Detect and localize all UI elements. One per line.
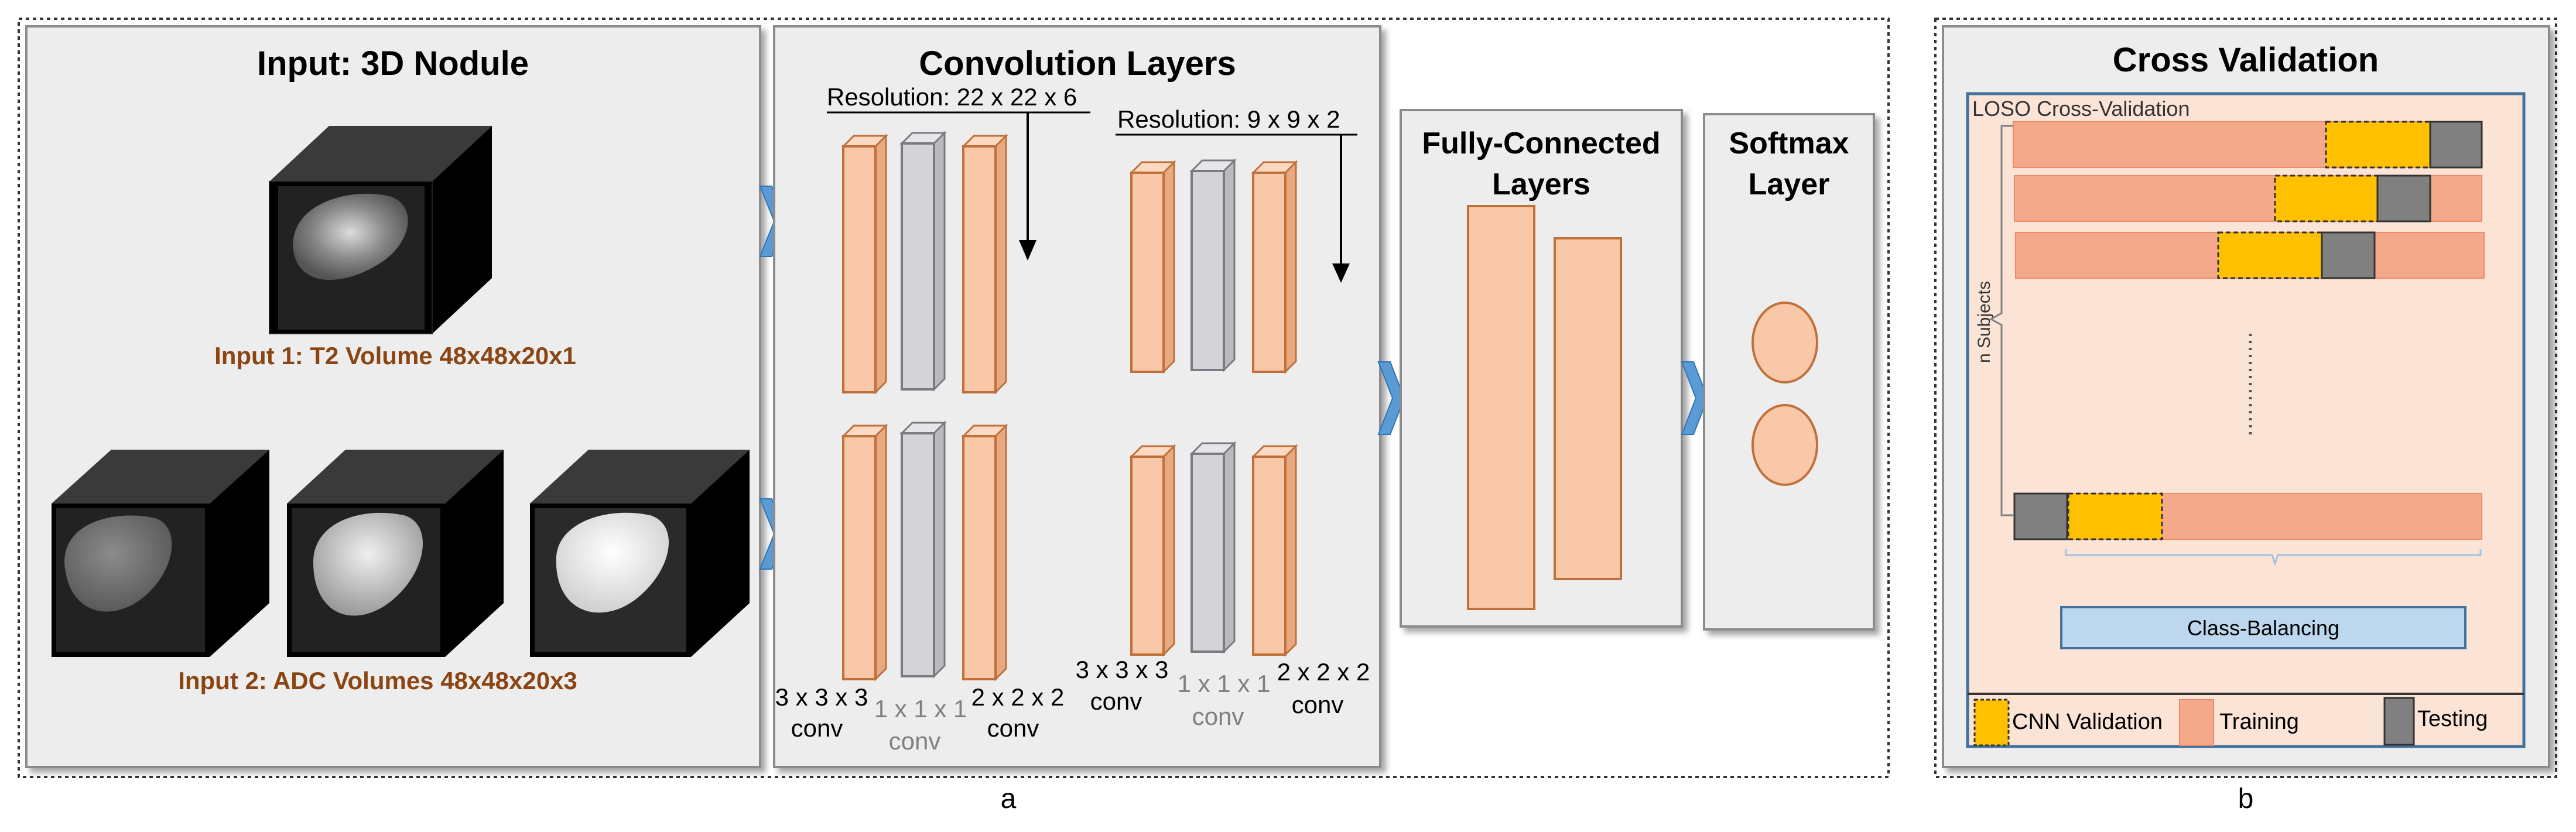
conv-layer-block-8 [899, 420, 947, 679]
resolution-label-1: Resolution: 22 x 22 x 6 [827, 83, 1077, 111]
class-balancing-box [2060, 606, 2466, 649]
conv-label-size-6: 2 x 2 x 2 [1277, 658, 1370, 686]
arrow-conv-to-fc [1377, 361, 1405, 435]
legend-validation-swatch [1973, 699, 2010, 747]
conv-label-kind-3: conv [987, 714, 1039, 742]
cv-validation-block [2274, 174, 2379, 222]
fc-layer-2 [1554, 237, 1622, 580]
cv-fold-row-1 [2013, 121, 2483, 169]
cv-fold-row-4 [2013, 492, 2482, 540]
subjects-axis-label: n Subjects [1975, 281, 1994, 363]
softmax-panel: Softmax Layer [1703, 113, 1875, 631]
conv-label-size-5: 1 x 1 x 1 [1178, 670, 1271, 697]
cv-validation-block [2217, 231, 2323, 279]
conv-label-kind-6: conv [1292, 691, 1344, 718]
adc-volume-cube-1 [52, 450, 269, 657]
cross-validation-panel: Cross Validation LOSO Cross-Validation n… [1942, 25, 2550, 768]
conv-layer-block-3 [961, 133, 1008, 395]
fc-title-line1: Fully-Connected [1422, 126, 1660, 160]
cv-fold-row-2 [2014, 174, 2482, 222]
legend-testing-swatch [2383, 697, 2415, 746]
conv-layer-block-11 [1189, 441, 1237, 654]
cv-validation-block [2067, 492, 2163, 540]
conv-layer-block-10 [1129, 444, 1176, 657]
conv-layer-block-4 [1129, 160, 1176, 374]
conv-label-size-2: 1 x 1 x 1 [874, 695, 967, 723]
conv-layer-block-2 [899, 131, 947, 392]
legend-testing-label: Testing [2417, 707, 2488, 731]
arrow-fc-to-softmax [1681, 361, 1709, 435]
conv-layer-block-6 [1251, 160, 1298, 374]
cv-subtitle: LOSO Cross-Validation [1972, 97, 2190, 121]
resolution-label-2: Resolution: 9 x 9 x 2 [1117, 105, 1340, 133]
conv-layer-block-5 [1189, 158, 1237, 372]
legend-validation-label: CNN Validation [2012, 710, 2163, 734]
conv-layer-block-12 [1251, 444, 1298, 657]
conv-label-kind-4: conv [1090, 687, 1142, 715]
legend-training-swatch [2179, 699, 2214, 746]
softmax-title-line1: Softmax [1729, 126, 1849, 160]
panel-a-frame [18, 18, 1890, 778]
conv-label-size-3: 2 x 2 x 2 [971, 683, 1065, 711]
conv-title: Convolution Layers [919, 44, 1236, 83]
conv-layer-block-7 [841, 423, 888, 682]
conv-label-kind-2: conv [889, 727, 941, 755]
t2-volume-cube [269, 126, 492, 334]
cv-testing-block [2376, 174, 2431, 222]
input1-label: Input 1: T2 Volume 48x48x20x1 [214, 342, 576, 369]
input2-label: Input 2: ADC Volumes 48x48x20x3 [178, 667, 577, 694]
fully-connected-panel: Fully-Connected Layers [1400, 109, 1683, 628]
cv-testing-block [2013, 492, 2068, 540]
cv-title: Cross Validation [2113, 41, 2379, 79]
legend-training-label: Training [2219, 710, 2299, 734]
class-balancing-label: Class-Balancing [2187, 616, 2339, 640]
softmax-node-1 [1751, 302, 1818, 384]
bottom-brace [2065, 549, 2482, 566]
conv-layer-block-9 [961, 423, 1008, 682]
fc-layer-1 [1467, 205, 1535, 610]
softmax-node-2 [1751, 404, 1818, 486]
cv-testing-block [2321, 231, 2376, 279]
convolution-panel: Convolution Layers Resolution: 22 x 22 x… [773, 25, 1381, 768]
caption-b: b [2238, 783, 2254, 814]
cv-fold-row-3 [2015, 231, 2485, 279]
conv-label-size-4: 3 x 3 x 3 [1076, 656, 1169, 683]
subjects-bracket [1989, 125, 2013, 516]
resolution-arrow-1 [1019, 240, 1036, 261]
caption-a: a [1001, 783, 1017, 814]
panel-b-frame [1934, 18, 2557, 778]
conv-label-size-1: 3 x 3 x 3 [775, 683, 868, 711]
fc-title-line2: Layers [1492, 167, 1590, 201]
cv-validation-block [2325, 121, 2431, 169]
input-panel: Input: 3D Nodule Input 1: T2 Volume 48x4… [25, 25, 761, 768]
softmax-title-line2: Layer [1749, 167, 1830, 201]
cv-testing-block [2429, 121, 2483, 169]
conv-label-kind-5: conv [1192, 703, 1244, 730]
conv-layer-block-1 [841, 133, 888, 395]
adc-volume-cube-2 [287, 450, 504, 657]
conv-label-kind-1: conv [791, 714, 843, 742]
adc-volume-cube-3 [530, 450, 750, 657]
resolution-arrow-2 [1332, 263, 1350, 283]
input-title: Input: 3D Nodule [257, 44, 529, 83]
